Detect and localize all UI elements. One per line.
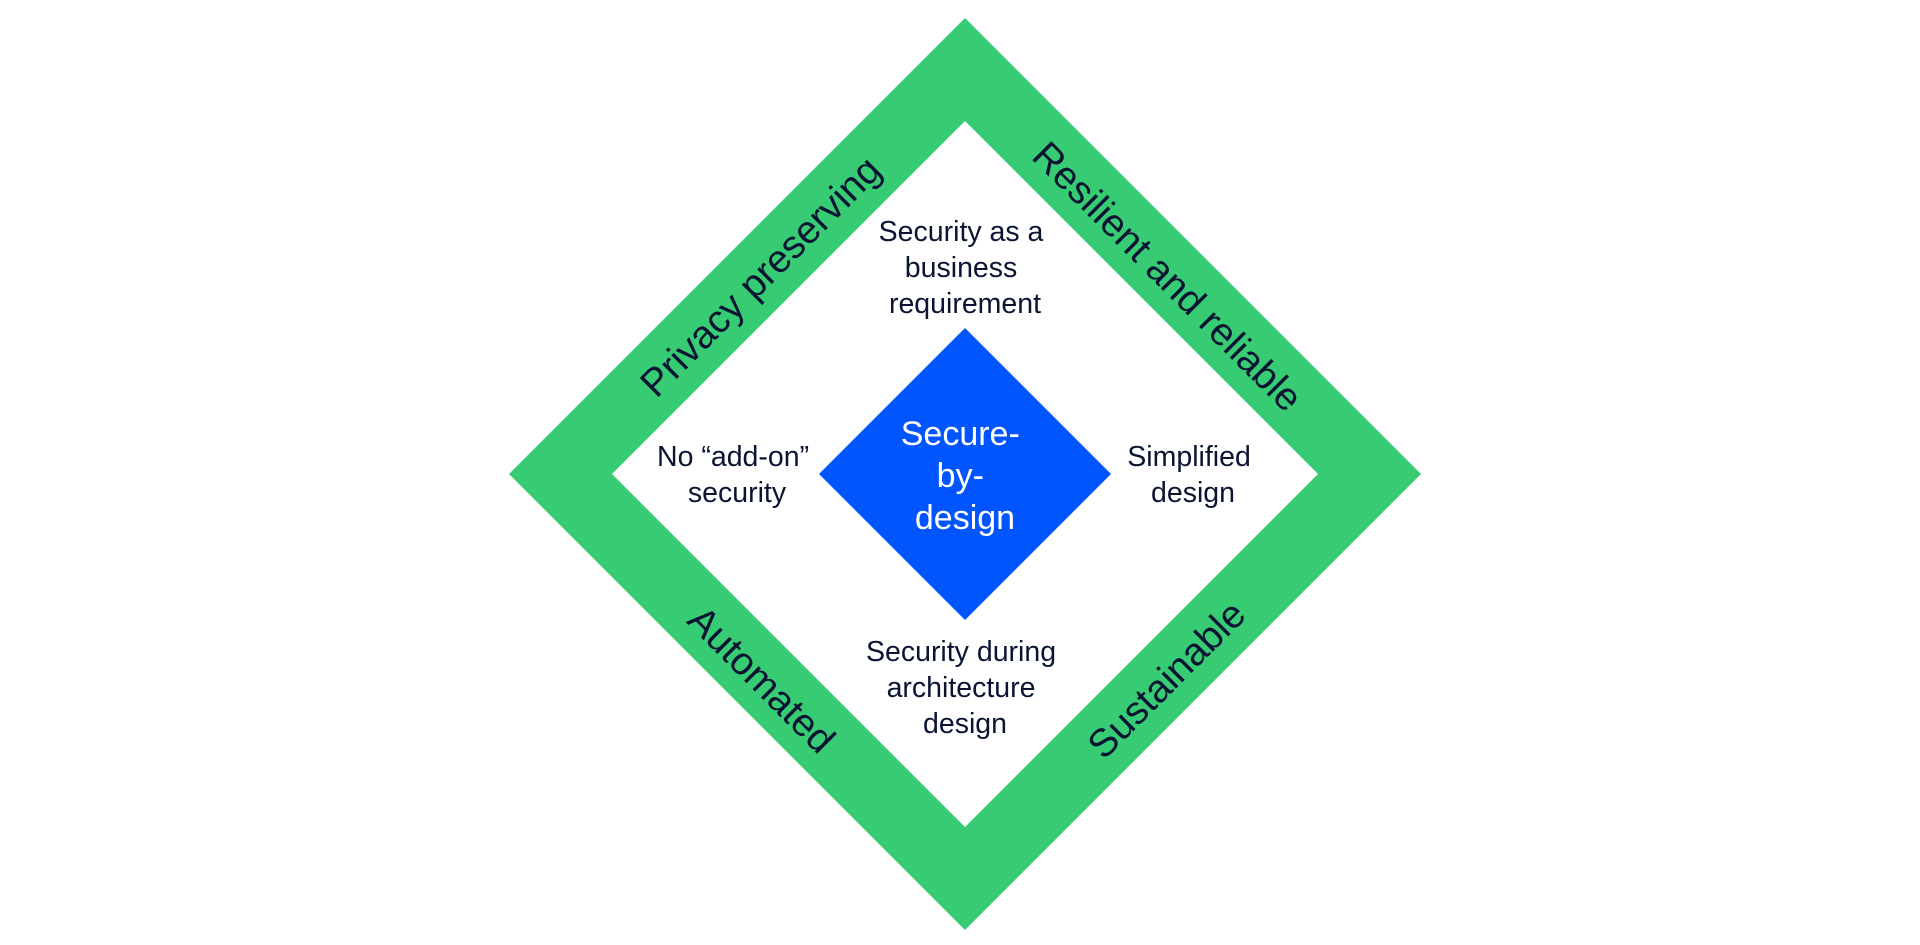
core-diamond xyxy=(819,328,1111,620)
inner-label-bottom-line: design xyxy=(923,708,1007,740)
core-label-line: design xyxy=(915,499,1015,537)
inner-label-right-line: Simplified xyxy=(1127,441,1251,473)
core-label: Secure- by- design xyxy=(901,415,1030,537)
inner-label-right: Simplified design xyxy=(1127,441,1258,509)
inner-label-bottom: Security during architecture design xyxy=(866,636,1064,740)
inner-label-top-line: business xyxy=(905,252,1017,284)
inner-label-left: No “add-on” security xyxy=(657,441,817,509)
inner-label-left-line: security xyxy=(688,477,787,509)
inner-label-right-line: design xyxy=(1151,477,1235,509)
inner-label-bottom-line: architecture xyxy=(887,672,1036,704)
core-label-line: Secure- xyxy=(901,415,1020,453)
inner-label-top-line: requirement xyxy=(889,288,1041,320)
inner-label-top-line: Security as a xyxy=(879,216,1044,248)
inner-label-top: Security as a business requirement xyxy=(879,216,1052,320)
core-label-line: by- xyxy=(937,457,984,495)
inner-label-bottom-line: Security during xyxy=(866,636,1056,668)
inner-label-left-line: No “add-on” xyxy=(657,441,809,473)
